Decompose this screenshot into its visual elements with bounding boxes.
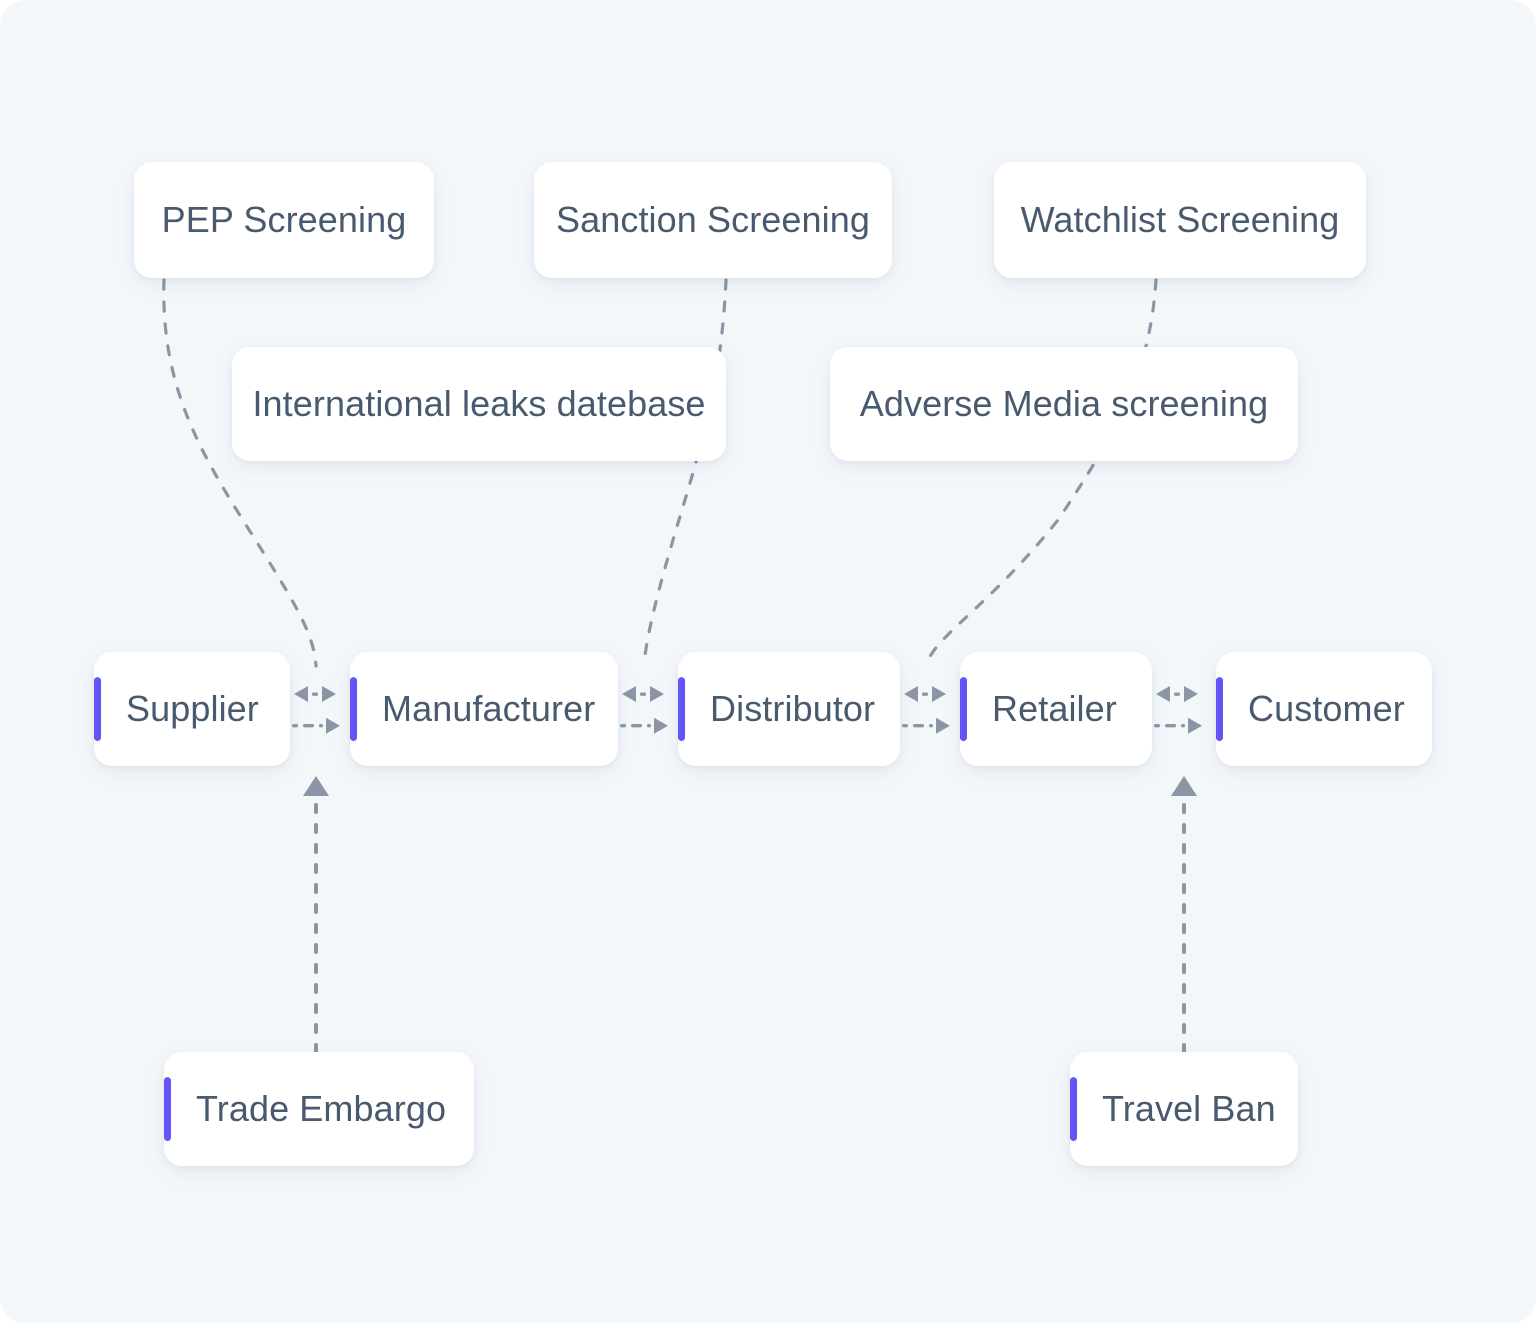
connector-manufacturer-distributor [620, 674, 678, 744]
node-pep-screening[interactable]: PEP Screening [134, 162, 434, 278]
accent-bar-customer [1216, 677, 1223, 741]
node-label-distributor: Distributor [710, 688, 876, 729]
edge-trade-embargo-to-supplier [303, 776, 329, 1054]
accent-bar-manufacturer [350, 677, 357, 741]
node-manufacturer[interactable]: Manufacturer [350, 652, 618, 766]
dashed-right-arrow-icon [292, 717, 340, 734]
node-label-trade-embargo: Trade Embargo [196, 1088, 447, 1129]
node-international-leaks-datebase[interactable]: International leaks datebase [232, 347, 726, 461]
edge-sanction-to-manufacturer-link [642, 278, 728, 668]
edge-watchlist-to-distributor-link [924, 278, 1158, 668]
node-customer[interactable]: Customer [1216, 652, 1432, 766]
accent-bar-trade-embargo [164, 1077, 171, 1141]
left-right-arrow-icon [1156, 686, 1198, 702]
node-label-international-leaks-datebase: International leaks datebase [252, 383, 706, 424]
connector-retailer-customer [1154, 674, 1212, 744]
curve-edges [162, 278, 1158, 668]
node-watchlist-screening[interactable]: Watchlist Screening [994, 162, 1366, 278]
node-label-customer: Customer [1248, 688, 1405, 729]
vertical-edges [303, 776, 1197, 1054]
node-label-retailer: Retailer [992, 688, 1117, 729]
dashed-up-arrow-icon [303, 776, 329, 796]
node-distributor[interactable]: Distributor [678, 652, 900, 766]
node-label-watchlist-screening: Watchlist Screening [1020, 199, 1340, 240]
node-adverse-media-screening[interactable]: Adverse Media screening [830, 347, 1298, 461]
node-label-pep-screening: PEP Screening [161, 199, 407, 240]
left-right-arrow-icon [622, 686, 664, 702]
left-right-arrow-icon [294, 686, 336, 702]
node-travel-ban[interactable]: Travel Ban [1070, 1052, 1298, 1166]
node-trade-embargo[interactable]: Trade Embargo [164, 1052, 474, 1166]
accent-bar-distributor [678, 677, 685, 741]
node-label-adverse-media-screening: Adverse Media screening [859, 383, 1269, 424]
dashed-up-arrow-icon [1171, 776, 1197, 796]
node-label-travel-ban: Travel Ban [1102, 1088, 1276, 1129]
dashed-right-arrow-icon [620, 717, 668, 734]
node-label-sanction-screening: Sanction Screening [555, 199, 870, 240]
accent-bar-retailer [960, 677, 967, 741]
accent-bar-travel-ban [1070, 1077, 1077, 1141]
node-sanction-screening[interactable]: Sanction Screening [534, 162, 892, 278]
node-retailer[interactable]: Retailer [960, 652, 1152, 766]
left-right-arrow-icon [904, 686, 946, 702]
node-label-supplier: Supplier [126, 688, 259, 729]
dashed-right-arrow-icon [902, 717, 950, 734]
dashed-right-arrow-icon [1154, 717, 1202, 734]
edge-travel-ban-to-retailer [1171, 776, 1197, 1054]
accent-bar-supplier [94, 677, 101, 741]
node-label-manufacturer: Manufacturer [382, 688, 596, 729]
node-supplier[interactable]: Supplier [94, 652, 290, 766]
connector-distributor-retailer [902, 674, 960, 744]
edge-pep-to-supplier-link [162, 278, 318, 668]
connector-supplier-manufacturer [292, 674, 350, 744]
